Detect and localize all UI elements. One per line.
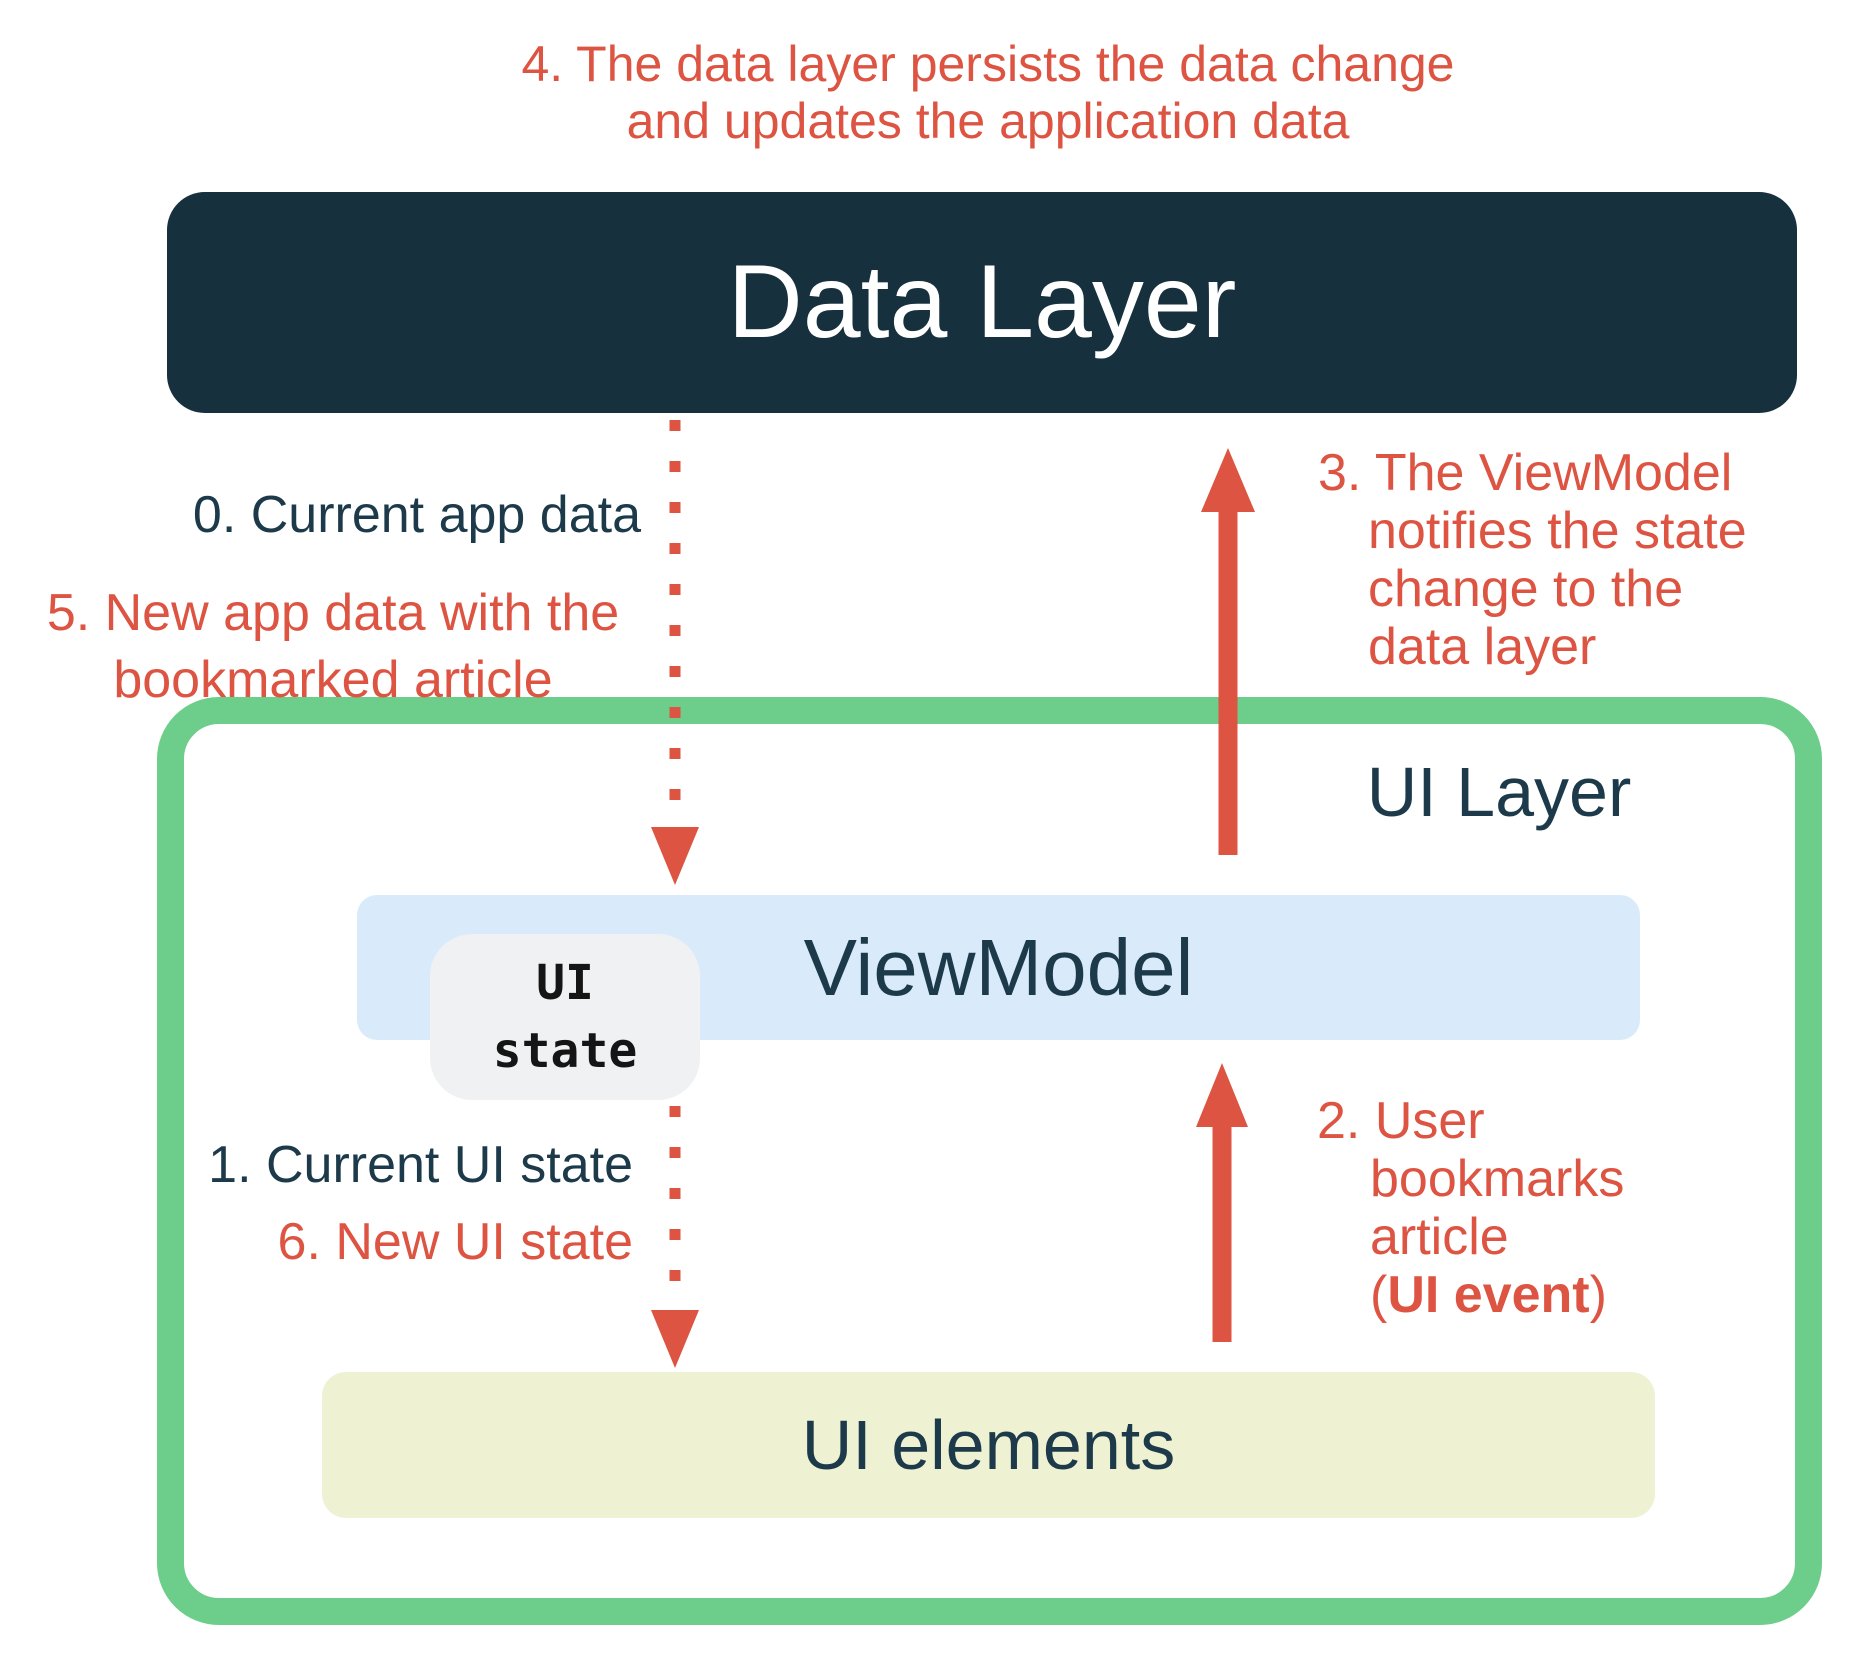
ui-layer-label: UI Layer [1366,753,1632,831]
solid-arrowhead-viewmodel-to-datalayer [1201,448,1255,512]
viewmodel-label: ViewModel [803,922,1194,1012]
data-layer-title: Data Layer [727,244,1237,360]
step4-annotation-line1: 4. The data layer persists the data chan… [521,36,1455,92]
step2-label-lines: 2. User bookmarks article [1317,1092,1625,1266]
step3-label-lines: 3. The ViewModel notifies the state chan… [1318,444,1747,676]
step6-label: 6. New UI state [277,1213,633,1271]
step5-label: 5. New app data with the bookmarked arti… [46,584,620,709]
ui-elements-label: UI elements [801,1406,1176,1484]
ui-state-chip: UI state [430,934,700,1100]
ui-event-close-paren: ) [1589,1266,1607,1324]
step2-label: 2. User bookmarks article (UI event) [1317,1092,1790,1324]
ui-event-open-paren: ( [1370,1266,1388,1324]
step3-label: 3. The ViewModel notifies the state chan… [1318,444,1852,676]
ui-elements-box: UI elements [322,1372,1655,1518]
step4-annotation: 4. The data layer persists the data chan… [388,36,1588,150]
step2-ui-event-line: (UI event) [1370,1266,1790,1324]
ui-event-bold-text: UI event [1387,1266,1590,1324]
data-layer-box: Data Layer [167,192,1797,413]
step0-label: 0. Current app data [192,486,641,544]
ui-layer-box [157,697,1822,1625]
step4-annotation-line2: and updates the application data [626,93,1350,149]
step1-label: 1. Current UI state [208,1136,633,1194]
